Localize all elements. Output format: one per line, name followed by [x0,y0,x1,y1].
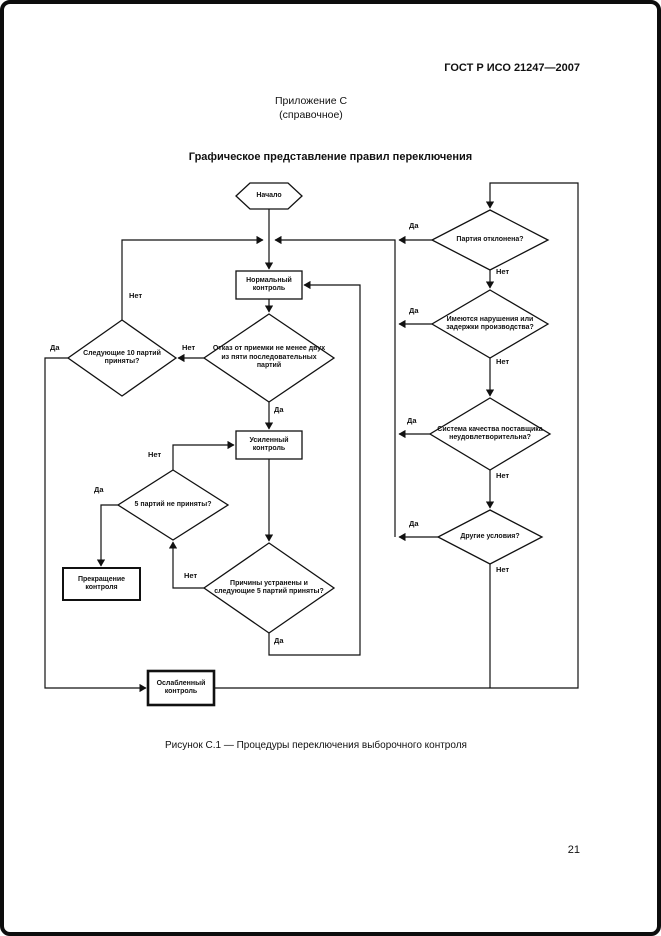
five-not-accepted-label: 5 партий не приняты? [134,500,212,508]
branch-no-causes: Нет [184,571,198,580]
causes-corrected-diamond [202,542,336,634]
document-header: ГОСТ Р ИСО 21247—2007 [444,62,580,74]
branch-yes-delays: Да [409,306,419,315]
discontinue-inspection-box [62,567,141,601]
reduced-inspection-box [146,669,216,707]
branch-yes-quality: Да [407,416,417,425]
branch-yes-next10: Да [50,343,60,352]
page-number: 21 [567,844,580,856]
tightened-inspection-label: Усиленный контроль [249,436,289,452]
flow-shapes [62,182,552,707]
causes-corrected-label: Причины устранены и следующие 5 партий п… [214,579,324,595]
branch-yes-rejection: Да [274,405,284,414]
start-terminal-shape [235,182,303,210]
branch-no-quality: Нет [496,471,510,480]
annex-heading: Приложение С (справочное) [0,95,622,122]
branch-no-other: Нет [496,565,510,574]
rejection-2of5-label: Отказ от приемки не менее двух из пяти п… [212,345,326,370]
next10-accepted-diamond [66,319,178,397]
tightened-inspection-box [235,430,303,460]
normal-inspection-box [235,270,303,300]
figure-title: Графическое представление правил переклю… [188,151,473,163]
branch-yes-lot-rejected: Да [409,221,419,230]
other-conditions-diamond [436,509,544,565]
discontinue-inspection-label: Прекращение контроля [77,575,126,591]
normal-inspection-label: Нормальный контроль [246,276,292,292]
figure-caption: Рисунок С.1 — Процедуры переключения выб… [165,740,467,751]
rejection-2of5-diamond [202,313,336,403]
production-delays-label: Имеются нарушения или задержки производс… [446,315,534,331]
annex-type: (справочное) [279,108,343,121]
lot-rejected-diamond [430,209,550,271]
quality-system-diamond [428,397,552,471]
next10-accepted-label: Следующие 10 партий приняты? [83,349,161,365]
reduced-inspection-label: Ослабленный контроль [156,679,206,695]
annex-label: Приложение С [274,95,348,107]
other-conditions-label: Другие условия? [460,532,520,540]
flow-connectors [44,182,579,693]
branch-no-five: Нет [148,450,162,459]
start-label: Начало [256,191,282,199]
branch-no-next10: Нет [129,291,143,300]
production-delays-diamond [430,289,550,359]
lot-rejected-label: Партия отклонена? [456,235,524,243]
quality-system-label: Система качества поставщика неудовлетвор… [437,425,543,441]
branch-no-rejection: Нет [182,343,196,352]
branch-yes-causes: Да [274,636,284,645]
branch-yes-other: Да [409,519,419,528]
branch-yes-five: Да [94,485,104,494]
branch-no-lot-rejected: Нет [496,267,510,276]
five-not-accepted-diamond [116,469,230,541]
branch-no-delays: Нет [496,357,510,366]
